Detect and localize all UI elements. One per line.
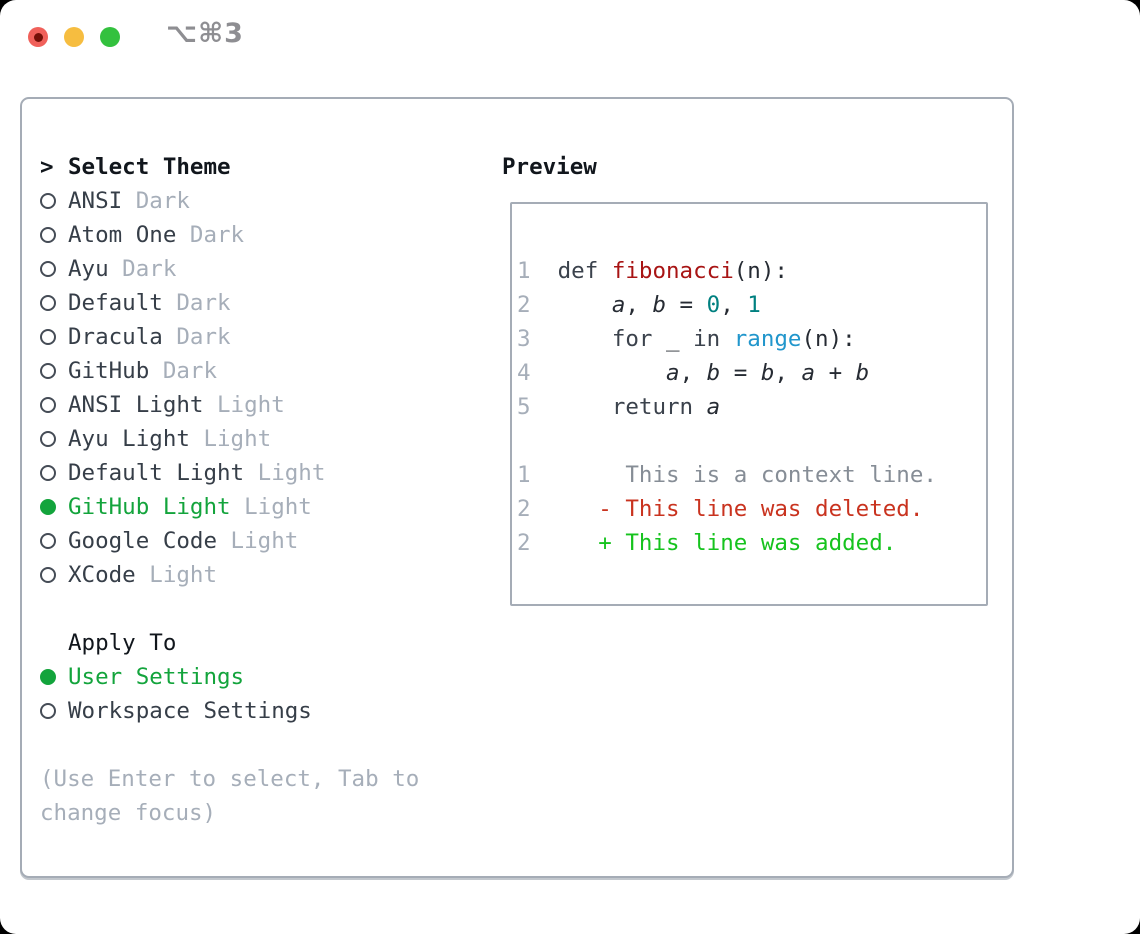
theme-option[interactable]: Dracula Dark bbox=[40, 320, 419, 354]
theme-variant-tag: Light bbox=[135, 562, 218, 588]
radio-icon bbox=[40, 431, 56, 447]
preview-code-line: 5 return a bbox=[517, 394, 721, 420]
theme-option-label: Google Code bbox=[68, 528, 218, 554]
theme-variant-tag: Light bbox=[230, 494, 312, 520]
preview-code-line bbox=[517, 424, 986, 458]
theme-option[interactable]: Ayu Light Light bbox=[40, 422, 419, 456]
theme-option[interactable]: Default Light Light bbox=[40, 456, 419, 490]
select-theme-header: > Select Theme bbox=[40, 150, 419, 184]
close-button[interactable] bbox=[28, 27, 48, 47]
prompt-icon: > bbox=[40, 154, 54, 180]
theme-option-label: GitHub bbox=[68, 358, 150, 384]
theme-option[interactable]: ANSI Dark bbox=[40, 184, 419, 218]
preview-box: 1 def fibonacci(n): 2 a, b = 0, 1 3 for _ … bbox=[510, 202, 988, 606]
radio-icon bbox=[40, 533, 56, 549]
traffic-lights bbox=[28, 27, 120, 47]
apply-to-option[interactable]: Workspace Settings bbox=[40, 694, 419, 728]
theme-option[interactable]: GitHub Light Light bbox=[40, 490, 419, 524]
spacer bbox=[40, 592, 419, 626]
theme-variant-tag: Light bbox=[203, 392, 285, 418]
close-dot-icon bbox=[33, 32, 43, 42]
preview-code-line: 2 - This line was deleted. bbox=[517, 496, 924, 522]
preview-code-line: 1 This is a context line. bbox=[517, 462, 937, 488]
theme-variant-tag: Light bbox=[189, 426, 272, 452]
theme-option[interactable]: Default Dark bbox=[40, 286, 419, 320]
theme-variant-tag: Dark bbox=[162, 290, 231, 316]
theme-variant-tag: Light bbox=[244, 460, 326, 486]
theme-option[interactable]: Ayu Dark bbox=[40, 252, 419, 286]
theme-option-label: XCode bbox=[68, 562, 136, 588]
theme-variant-tag: Light bbox=[217, 528, 299, 554]
theme-option-label: ANSI Light bbox=[68, 392, 204, 418]
theme-option[interactable]: Google Code Light bbox=[40, 524, 419, 558]
radio-icon bbox=[40, 295, 56, 311]
theme-variant-tag: Dark bbox=[162, 324, 231, 350]
radio-icon bbox=[40, 193, 56, 209]
theme-option-label: Ayu bbox=[68, 256, 109, 282]
radio-selected-icon bbox=[40, 669, 56, 685]
radio-icon bbox=[40, 261, 56, 277]
radio-selected-icon bbox=[40, 499, 56, 515]
select-theme-title: Select Theme bbox=[68, 154, 231, 180]
preview-code-line: 4 a, b = b, a + b bbox=[517, 360, 870, 386]
preview-code-line: 2 a, b = 0, 1 bbox=[517, 292, 761, 318]
radio-icon bbox=[40, 703, 56, 719]
apply-to-option[interactable]: User Settings bbox=[40, 660, 419, 694]
apply-to-header: Apply To bbox=[40, 626, 419, 660]
radio-icon bbox=[40, 465, 56, 481]
theme-option-label: Default bbox=[68, 290, 163, 316]
theme-option-label: Atom One bbox=[68, 222, 177, 248]
theme-option-label: GitHub Light bbox=[68, 494, 231, 520]
theme-variant-tag: Dark bbox=[108, 256, 177, 282]
hint-text: (Use Enter to select, Tab to change focu… bbox=[40, 762, 419, 830]
spacer bbox=[40, 728, 419, 762]
preview-code-line: 1 def fibonacci(n): bbox=[517, 258, 788, 284]
preview-code-line: 3 for _ in range(n): bbox=[517, 326, 856, 352]
hint-line-2: change focus) bbox=[40, 800, 217, 826]
theme-option-label: Default Light bbox=[68, 460, 245, 486]
apply-to-title: Apply To bbox=[68, 630, 177, 656]
theme-variant-tag: Dark bbox=[122, 188, 190, 214]
radio-icon bbox=[40, 363, 56, 379]
window-titlebar: ⌥⌘3 bbox=[0, 0, 1140, 75]
preview-code-line: 2 + This line was added. bbox=[517, 530, 897, 556]
theme-option-label: Dracula bbox=[68, 324, 163, 350]
preview-title: Preview bbox=[502, 154, 597, 180]
hint-line-1: (Use Enter to select, Tab to bbox=[40, 766, 420, 792]
radio-icon bbox=[40, 329, 56, 345]
zoom-button[interactable] bbox=[100, 27, 120, 47]
theme-variant-tag: Dark bbox=[149, 358, 218, 384]
apply-to-option-label: Workspace Settings bbox=[68, 698, 312, 724]
window-title: ⌥⌘3 bbox=[166, 18, 244, 49]
theme-option-label: Ayu Light bbox=[68, 426, 190, 452]
theme-option[interactable]: Atom One Dark bbox=[40, 218, 419, 252]
preview-code-line bbox=[517, 220, 986, 254]
radio-icon bbox=[40, 227, 56, 243]
theme-option[interactable]: ANSI Light Light bbox=[40, 388, 419, 422]
minimize-button[interactable] bbox=[64, 27, 84, 47]
theme-option[interactable]: XCode Light bbox=[40, 558, 419, 592]
theme-variant-tag: Dark bbox=[176, 222, 245, 248]
theme-option[interactable]: GitHub Dark bbox=[40, 354, 419, 388]
radio-icon bbox=[40, 567, 56, 583]
theme-option-label: ANSI bbox=[68, 188, 123, 214]
radio-icon bbox=[40, 397, 56, 413]
apply-to-option-label: User Settings bbox=[68, 664, 245, 690]
